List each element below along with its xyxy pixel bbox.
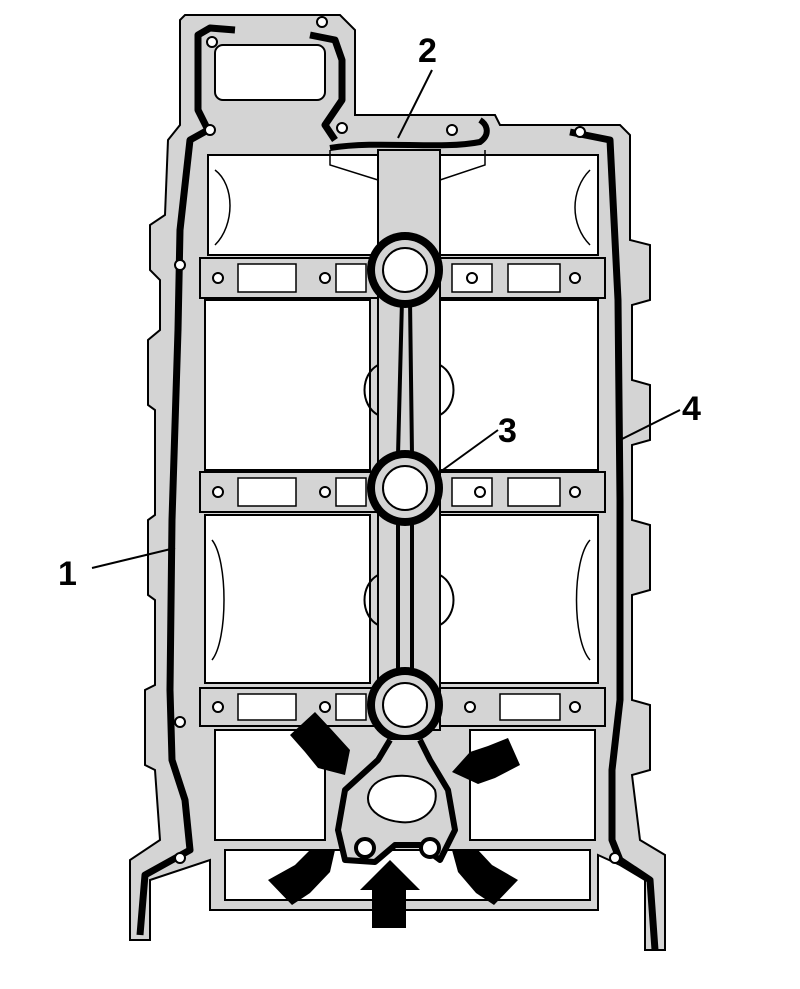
bolt-hole-icon [569,701,581,713]
bolt-hole-icon [464,701,476,713]
bolt-hole-icon [354,837,376,859]
window-low-right [439,514,599,684]
sealant-point-arrow-icon [360,860,420,928]
bolt-hole-icon [569,272,581,284]
gasket-4-right [569,128,659,951]
bolt-hole-icon [319,701,331,713]
bolt-hole-icon [204,124,216,136]
gasket-top-left-loop [194,24,236,132]
callout-3: 3 [498,412,517,450]
callout-2: 2 [418,32,437,70]
bolt-hole-icon [212,701,224,713]
bolt-hole-icon [174,852,186,864]
bolt-hole-icon [212,272,224,284]
sealant-point-arrow-icon [452,738,520,784]
leader-lines [91,69,681,569]
bolt-hole-icon [316,16,328,28]
bolt-hole-icon [569,486,581,498]
sealant-point-arrow-icon [268,850,335,905]
callout-4: 4 [682,390,701,428]
bolt-hole-icon [574,126,586,138]
bolt-holes [174,16,621,864]
leader-3 [439,429,499,473]
casting-detail-lines [211,150,591,661]
bolt-hole-icon [419,837,441,859]
bolt-hole-icon [174,716,186,728]
bolt-hole-icon [319,272,331,284]
leader-2 [397,69,433,139]
gasket-3-center [335,232,458,865]
spine-bulges [363,364,455,626]
bolt-hole-icon [319,486,331,498]
bolt-hole-icon [466,272,478,284]
sealant-arrows [268,712,520,928]
bolt-hole-icon [474,486,486,498]
bolt-hole-icon [336,122,348,134]
callout-1: 1 [58,555,77,593]
leader-1 [91,547,176,569]
window-mid-left [204,299,371,471]
casting-body [129,14,666,951]
bolt-hole-icon [609,852,621,864]
window-upper-left [207,154,379,256]
window-low-left [204,514,371,684]
gasket-3-spine-line [396,299,414,670]
window-mid-right [439,299,599,471]
bolt-hole-icon [206,36,218,48]
sealant-point-arrow-icon [452,850,518,905]
window-top [214,44,326,101]
gasket-2-top-arc [329,117,490,151]
leader-4 [619,409,681,441]
bolt-hole-icon [212,486,224,498]
bolt-hole-icon [446,124,458,136]
bolt-hole-icon [174,259,186,271]
sealant-point-arrow-icon [290,712,350,775]
gasket-top-right-loop [309,31,346,142]
